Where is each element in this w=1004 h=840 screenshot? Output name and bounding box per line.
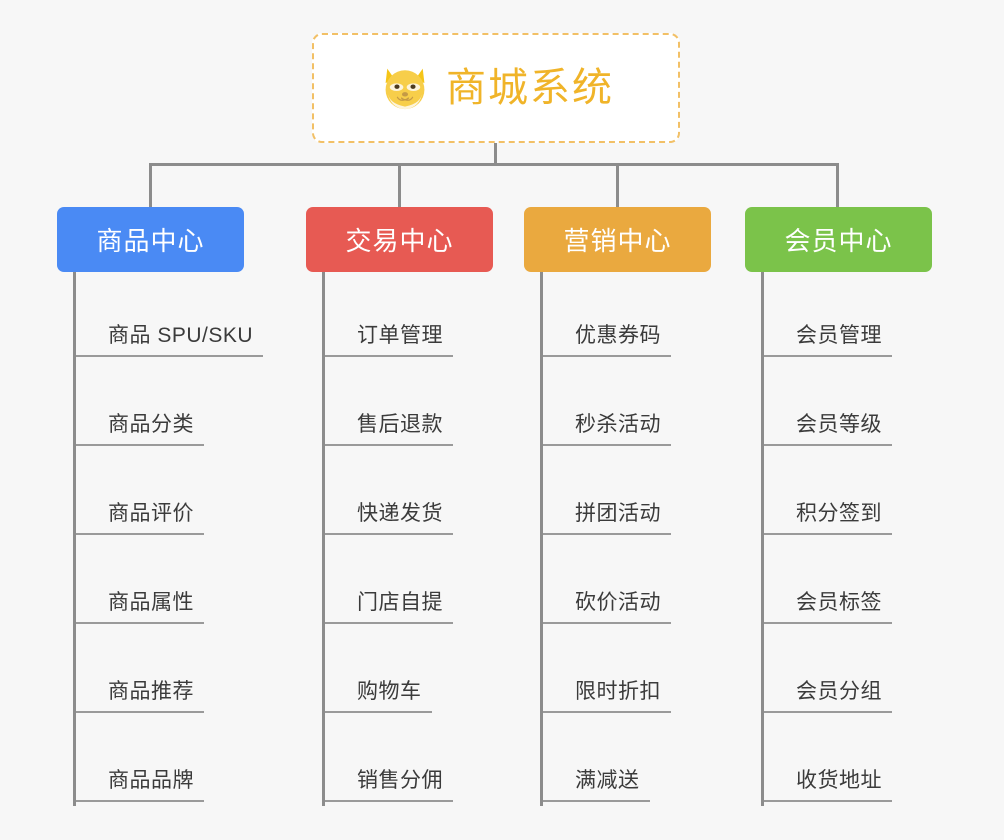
list-item[interactable]: 积分签到 xyxy=(764,450,932,539)
branch-column-trade-center: 交易中心 订单管理 售后退款 快递发货 门店自提 购物车 销售分佣 xyxy=(306,207,493,806)
branch-spine-product-center: 商品 SPU/SKU 商品分类 商品评价 商品属性 商品推荐 商品品牌 xyxy=(73,272,264,806)
shiba-dog-face-icon xyxy=(385,68,425,110)
branch-header-product-center[interactable]: 商品中心 xyxy=(57,207,244,272)
leaf-label: 商品评价 xyxy=(76,497,204,535)
leaf-label: 会员等级 xyxy=(764,408,892,446)
leaf-label: 商品品牌 xyxy=(76,764,204,802)
list-item[interactable]: 商品品牌 xyxy=(76,717,263,806)
list-item[interactable]: 会员等级 xyxy=(764,361,932,450)
list-item[interactable]: 限时折扣 xyxy=(543,628,711,717)
leaf-label: 满减送 xyxy=(543,764,650,802)
leaf-label: 收货地址 xyxy=(764,764,892,802)
leaf-label: 销售分佣 xyxy=(325,764,453,802)
list-item[interactable]: 秒杀活动 xyxy=(543,361,711,450)
list-item[interactable]: 拼团活动 xyxy=(543,450,711,539)
list-item[interactable]: 购物车 xyxy=(325,628,493,717)
connector-drop-branch-4 xyxy=(836,163,839,208)
branch-spine-trade-center: 订单管理 售后退款 快递发货 门店自提 购物车 销售分佣 xyxy=(322,272,493,806)
leaf-label: 购物车 xyxy=(325,675,432,713)
branch-column-member-center: 会员中心 会员管理 会员等级 积分签到 会员标签 会员分组 收货地址 xyxy=(745,207,932,806)
branch-column-marketing-center: 营销中心 优惠券码 秒杀活动 拼团活动 砍价活动 限时折扣 满减送 xyxy=(524,207,711,806)
list-item[interactable]: 商品评价 xyxy=(76,450,263,539)
leaf-label: 会员管理 xyxy=(764,319,892,357)
root-node[interactable]: 商城系统 xyxy=(312,33,680,143)
leaf-label: 积分签到 xyxy=(764,497,892,535)
list-item[interactable]: 收货地址 xyxy=(764,717,932,806)
list-item[interactable]: 砍价活动 xyxy=(543,539,711,628)
leaf-label: 会员分组 xyxy=(764,675,892,713)
leaf-label: 订单管理 xyxy=(325,319,453,357)
leaf-label: 限时折扣 xyxy=(543,675,671,713)
branch-column-product-center: 商品中心 商品 SPU/SKU 商品分类 商品评价 商品属性 商品推荐 商品品牌 xyxy=(57,207,264,806)
list-item[interactable]: 会员分组 xyxy=(764,628,932,717)
list-item[interactable]: 商品属性 xyxy=(76,539,263,628)
root-title: 商城系统 xyxy=(446,66,614,110)
leaf-label: 商品 SPU/SKU xyxy=(76,319,264,357)
list-item[interactable]: 门店自提 xyxy=(325,539,493,628)
leaf-label: 快递发货 xyxy=(325,497,453,535)
leaf-label: 商品属性 xyxy=(76,586,204,624)
branch-spine-member-center: 会员管理 会员等级 积分签到 会员标签 会员分组 收货地址 xyxy=(761,272,932,806)
branch-spine-marketing-center: 优惠券码 秒杀活动 拼团活动 砍价活动 限时折扣 满减送 xyxy=(540,272,711,806)
branch-header-marketing-center[interactable]: 营销中心 xyxy=(524,207,711,272)
list-item[interactable]: 销售分佣 xyxy=(325,717,493,806)
leaf-label: 拼团活动 xyxy=(543,497,671,535)
list-item[interactable]: 售后退款 xyxy=(325,361,493,450)
connector-horizontal-bus xyxy=(149,163,839,166)
leaf-label: 售后退款 xyxy=(325,408,453,446)
list-item[interactable]: 会员管理 xyxy=(764,272,932,361)
branch-header-member-center[interactable]: 会员中心 xyxy=(745,207,932,272)
list-item[interactable]: 会员标签 xyxy=(764,539,932,628)
list-item[interactable]: 商品分类 xyxy=(76,361,263,450)
list-item[interactable]: 商品推荐 xyxy=(76,628,263,717)
leaf-label: 商品分类 xyxy=(76,408,204,446)
leaf-label: 商品推荐 xyxy=(76,675,204,713)
connector-drop-branch-3 xyxy=(616,163,619,208)
connector-drop-branch-1 xyxy=(149,163,152,208)
connector-root-stem xyxy=(494,143,497,165)
connector-drop-branch-2 xyxy=(398,163,401,208)
leaf-label: 优惠券码 xyxy=(543,319,671,357)
list-item[interactable]: 商品 SPU/SKU xyxy=(76,272,264,361)
leaf-label: 会员标签 xyxy=(764,586,892,624)
leaf-label: 砍价活动 xyxy=(543,586,671,624)
list-item[interactable]: 满减送 xyxy=(543,717,711,806)
leaf-label: 秒杀活动 xyxy=(543,408,671,446)
leaf-label: 门店自提 xyxy=(325,586,453,624)
branch-header-trade-center[interactable]: 交易中心 xyxy=(306,207,493,272)
list-item[interactable]: 订单管理 xyxy=(325,272,493,361)
list-item[interactable]: 优惠券码 xyxy=(543,272,711,361)
list-item[interactable]: 快递发货 xyxy=(325,450,493,539)
